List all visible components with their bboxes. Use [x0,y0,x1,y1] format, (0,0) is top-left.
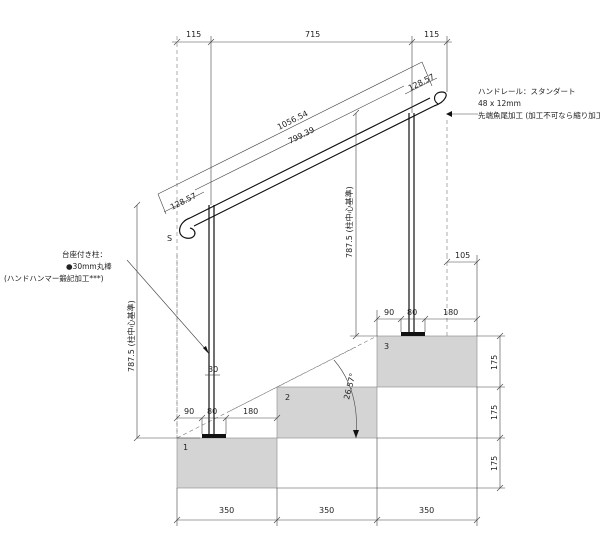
dim-base-right-c: 180 [443,308,458,317]
dim-tread-2: 350 [319,506,334,515]
dim-step-h2: 175 [490,405,499,420]
dim-top-right: 115 [424,30,439,39]
step-3 [376,335,478,388]
dim-base-left-c: 180 [243,407,258,416]
dim-tread-3: 350 [419,506,434,515]
handrail-note-size: 48 x 12mm [478,99,521,108]
handrail-note-tip: 先端魚尾加工 (加工不可なら縮り加工) [478,110,600,120]
dim-rail-inner: 799.39 [287,125,316,146]
dim-base-right-a: 90 [384,308,394,317]
dim-right-offset-label: 105 [455,251,470,260]
base-plate-right [401,332,425,336]
dim-tread-1: 350 [219,506,234,515]
handrail-bottom-edge [193,105,435,227]
post-note-finish: (ハンドハンマー鍛記加工***) [4,273,104,283]
step-1 [176,437,278,489]
handrail-note-title: ハンドレール：スタンダート [478,86,576,96]
post-note-bar: ●30mm丸棒 [66,261,112,271]
angle-arrow [353,430,359,438]
angle-arc [333,359,357,439]
dim-post-height-right-label: 787.5 (柱中心基準) [344,186,354,258]
dim-top-left: 115 [186,30,201,39]
handrail-scroll-right [433,91,447,107]
dim-post-small: 30 [208,365,218,374]
step-2-number: 2 [285,393,290,402]
pitch-extension [229,346,357,412]
base-plate-left [202,434,226,438]
dim-rail-end-left: 128.57 [169,191,198,212]
dim-line-1056 [157,61,423,195]
dim-line-end-right [404,77,438,95]
dim-line-end-left [163,191,205,213]
dim-top-mid: 715 [305,30,320,39]
dim-step-h3: 175 [490,456,499,471]
dim-step-h1: 175 [490,355,499,370]
dim-rail-end-right: 128.57 [407,72,436,93]
dim-base-right-b: 80 [407,308,417,317]
step-1-number: 1 [183,443,188,452]
step-2 [276,386,378,439]
dim-post-height-left-label: 787.5 (柱中心基準) [126,300,136,372]
dim-base-left-b: 80 [207,407,217,416]
post-leader [126,259,209,353]
s-mark: S [167,234,172,243]
step-3-number: 3 [384,342,389,351]
dim-base-left-a: 90 [184,407,194,416]
handrail-scroll-left [179,217,196,239]
post-note-title: 台座付き柱： [62,249,107,259]
handrail-top-edge [189,97,431,219]
dim-line-799 [194,85,405,191]
